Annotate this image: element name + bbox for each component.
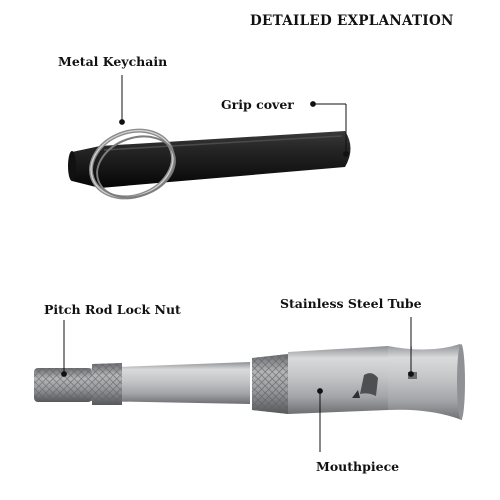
- stainless-steel-tube-label: Stainless Steel Tube: [280, 296, 422, 311]
- steel-whistle-part: [34, 344, 465, 420]
- grip-cover-label: Grip cover: [221, 97, 294, 112]
- leader-lines: [61, 75, 414, 452]
- metal-keychain-label: Metal Keychain: [58, 54, 168, 69]
- diagram-title: DETAILED EXPLANATION: [250, 13, 454, 29]
- keyring-part: [89, 128, 176, 200]
- grip-cover-part: [68, 131, 351, 188]
- pitch-rod-lock-nut-label: Pitch Rod Lock Nut: [44, 302, 181, 317]
- mouthpiece-label: Mouthpiece: [316, 459, 400, 474]
